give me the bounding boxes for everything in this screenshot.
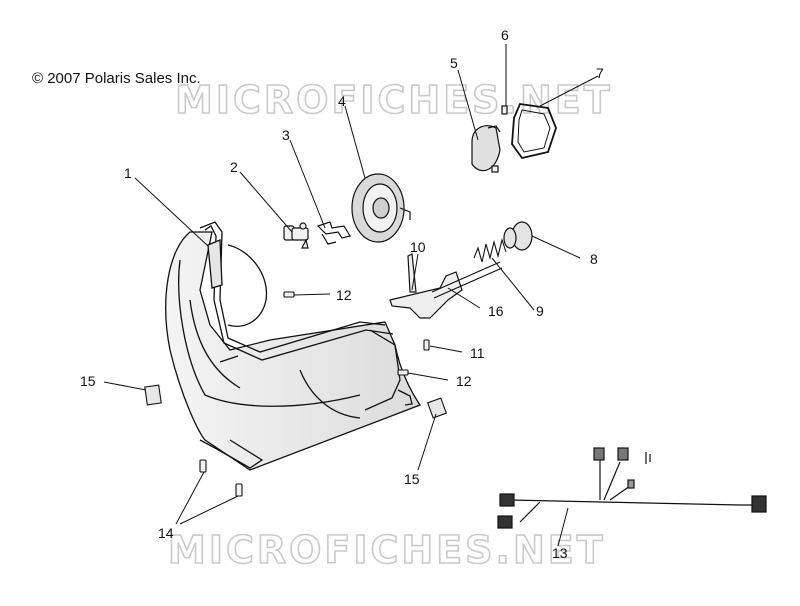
adjuster-knob <box>503 221 533 251</box>
callout-4: 4 <box>338 93 346 109</box>
adjuster-bracket <box>389 253 463 319</box>
screw-6 <box>501 105 508 115</box>
callout-1: 1 <box>124 165 132 181</box>
headlight-housing <box>165 221 421 471</box>
callout-9: 9 <box>536 303 544 319</box>
leader-lines <box>103 44 599 547</box>
copyright-text: © 2007 Polaris Sales Inc. <box>32 70 201 87</box>
callout-7: 7 <box>596 65 604 81</box>
wiring-harness <box>497 447 767 529</box>
callout-10: 10 <box>410 239 426 255</box>
callout-5: 5 <box>450 55 458 71</box>
callout-3: 3 <box>282 127 290 143</box>
callout-12b: 12 <box>456 373 472 389</box>
callout-6: 6 <box>501 27 509 43</box>
adjuster-rod <box>431 261 503 299</box>
gasket <box>511 103 557 160</box>
bulb <box>283 222 309 249</box>
callout-11: 11 <box>470 345 485 361</box>
callout-13: 13 <box>552 545 568 561</box>
callout-8: 8 <box>590 251 598 267</box>
watermark-bottom: MICROFICHES.NET <box>167 527 606 573</box>
clips <box>144 384 448 419</box>
retaining-clip <box>316 221 351 245</box>
callout-14: 14 <box>158 525 174 541</box>
callout-16: 16 <box>488 303 504 319</box>
callout-15b: 15 <box>404 471 420 487</box>
watermark-top: MICROFICHES.NET <box>174 77 613 123</box>
callout-15a: 15 <box>80 373 96 389</box>
callout-12a: 12 <box>336 287 352 303</box>
spring <box>473 238 507 263</box>
callout-labels: 1 2 3 4 5 6 7 8 9 10 11 12 12 13 14 15 1… <box>80 27 604 561</box>
screws <box>199 291 430 497</box>
callout-2: 2 <box>230 159 238 175</box>
dust-cover <box>351 173 411 243</box>
